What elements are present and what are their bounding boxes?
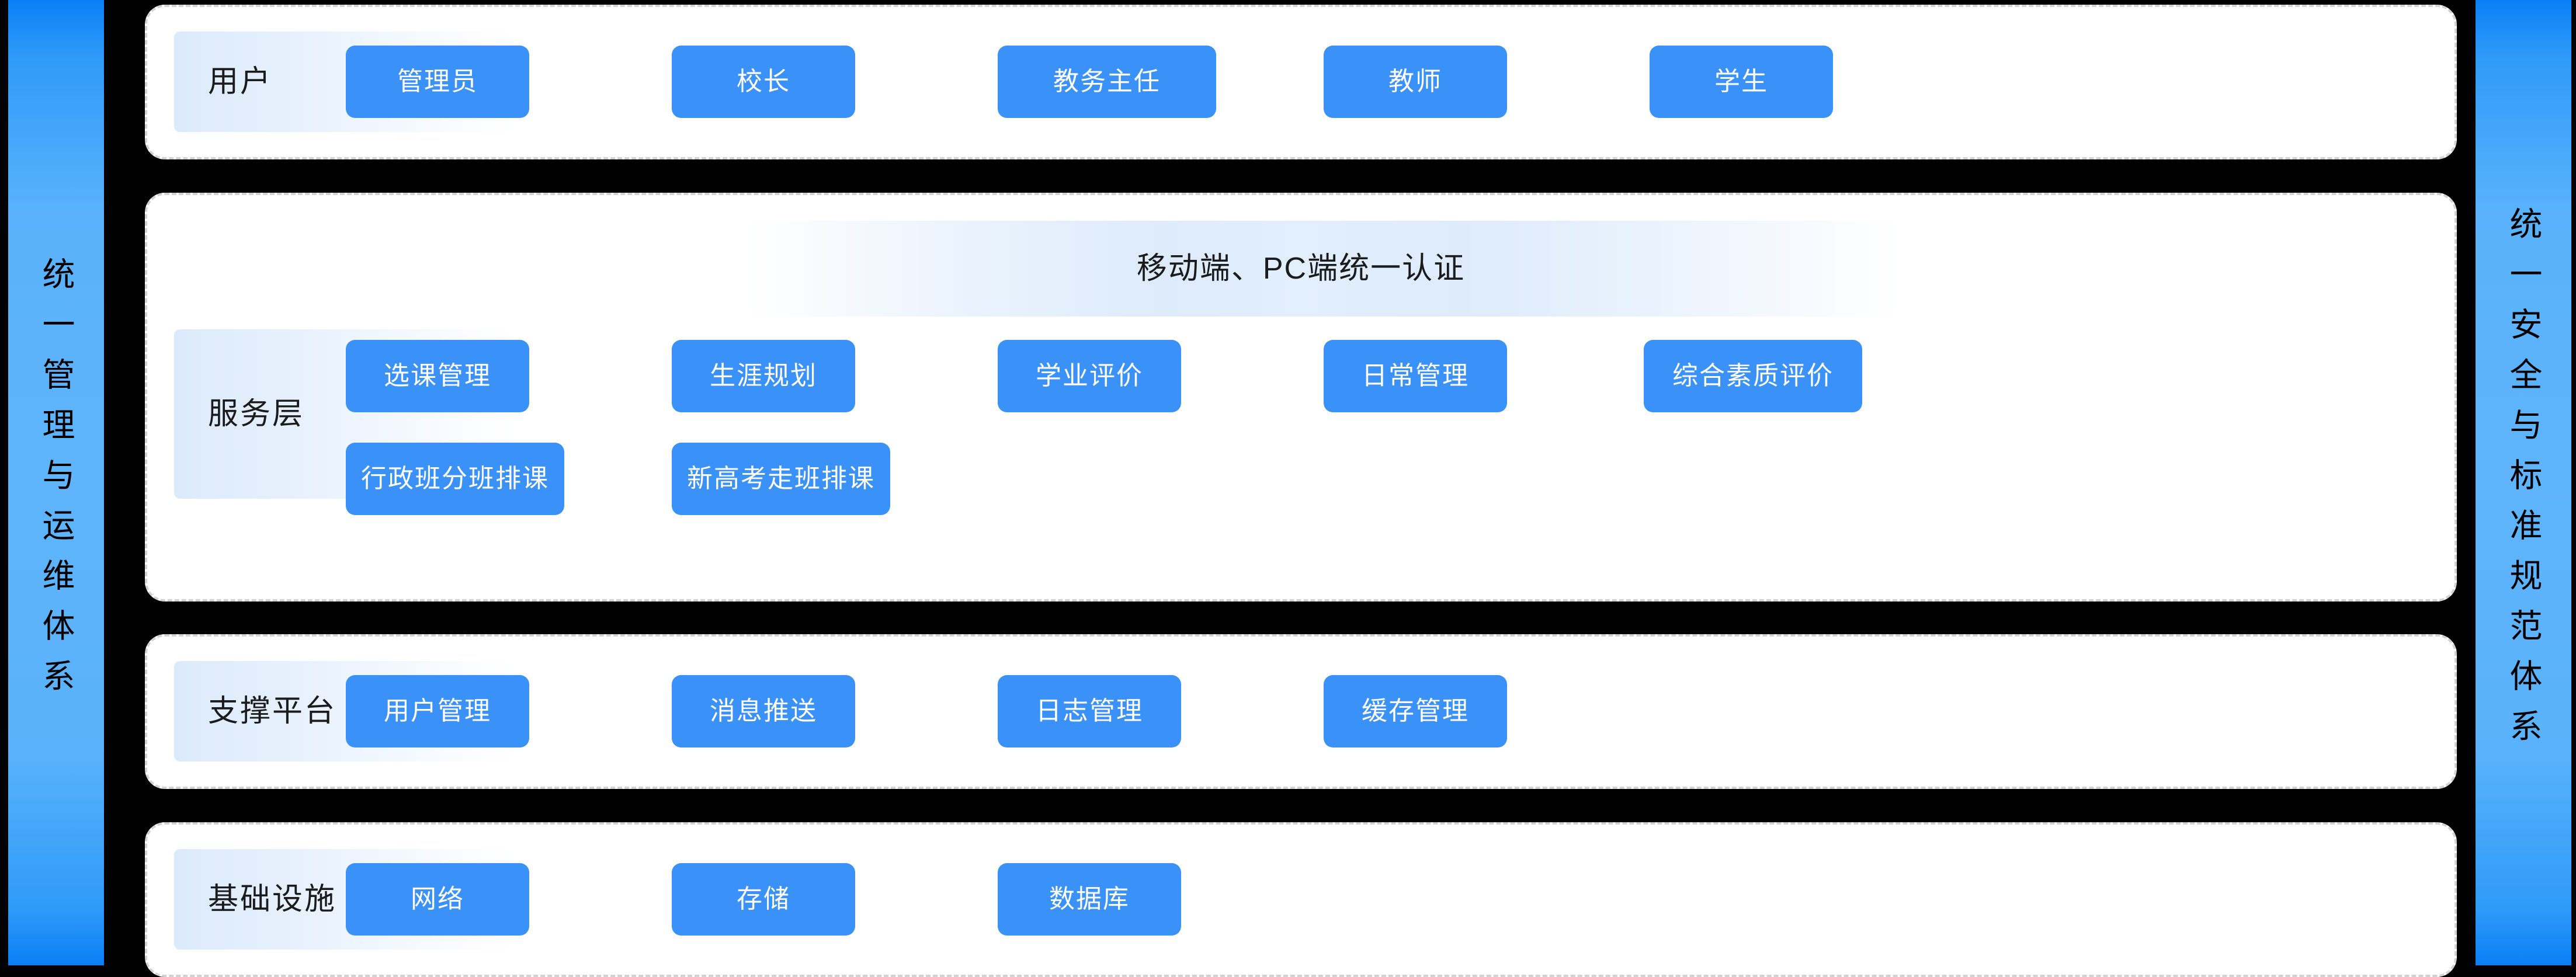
node-user-4[interactable]: 学生: [1650, 46, 1833, 118]
node-label: 用户管理: [384, 697, 491, 725]
node-label: 缓存管理: [1362, 697, 1469, 725]
unified-auth-banner-label: 移动端、PC端统一认证: [1136, 252, 1466, 286]
node-label: 选课管理: [384, 361, 491, 390]
node-user-2[interactable]: 教务主任: [998, 46, 1216, 118]
node-infra-0[interactable]: 网络: [346, 863, 529, 936]
layer-label-support: 支撑平台: [208, 694, 337, 728]
node-service-5[interactable]: 行政班分班排课: [346, 443, 564, 515]
node-label: 存储: [737, 885, 790, 913]
node-infra-1[interactable]: 存储: [672, 863, 855, 936]
node-label: 校长: [737, 67, 790, 96]
node-support-2[interactable]: 日志管理: [998, 675, 1181, 747]
right-side-band: 统一安全与标准规范体系: [2476, 0, 2571, 965]
layer-card-service: 移动端、PC端统一认证 服务层 选课管理 生涯规划 学业评价 日常管理: [145, 193, 2457, 602]
node-label: 学生: [1714, 67, 1768, 96]
node-label: 消息推送: [710, 697, 817, 725]
layer-label-service: 服务层: [208, 397, 305, 431]
layer-label-infrastructure: 基础设施: [208, 882, 337, 916]
node-service-1[interactable]: 生涯规划: [672, 340, 855, 412]
node-user-3[interactable]: 教师: [1324, 46, 1507, 118]
node-service-4[interactable]: 综合素质评价: [1644, 340, 1862, 412]
node-service-6[interactable]: 新高考走班排课: [672, 443, 890, 515]
node-label: 日常管理: [1362, 361, 1469, 390]
node-label: 日志管理: [1036, 697, 1143, 725]
node-support-3[interactable]: 缓存管理: [1324, 675, 1507, 747]
node-label: 行政班分班排课: [361, 464, 549, 493]
node-label: 综合素质评价: [1672, 361, 1834, 390]
node-service-2[interactable]: 学业评价: [998, 340, 1181, 412]
node-service-0[interactable]: 选课管理: [346, 340, 529, 412]
left-side-band: 统一管理与运维体系: [8, 0, 104, 965]
layer-card-user: 用户 管理员 校长 教务主任 教师 学生: [145, 5, 2457, 159]
node-label: 教师: [1388, 67, 1442, 96]
node-label: 学业评价: [1036, 361, 1143, 390]
layer-label-user: 用户: [208, 65, 273, 99]
node-user-1[interactable]: 校长: [672, 46, 855, 118]
node-infra-2[interactable]: 数据库: [998, 863, 1181, 936]
layer-card-support: 支撑平台 用户管理 消息推送 日志管理 缓存管理: [145, 634, 2457, 789]
layer-card-infrastructure: 基础设施 网络 存储 数据库: [145, 822, 2457, 977]
right-side-band-label: 统一安全与标准规范体系: [2505, 206, 2542, 759]
node-label: 数据库: [1049, 885, 1130, 913]
node-label: 生涯规划: [710, 361, 817, 390]
node-label: 教务主任: [1053, 67, 1161, 96]
node-support-0[interactable]: 用户管理: [346, 675, 529, 747]
node-service-3[interactable]: 日常管理: [1324, 340, 1507, 412]
node-support-1[interactable]: 消息推送: [672, 675, 855, 747]
node-label: 管理员: [397, 67, 478, 96]
node-user-0[interactable]: 管理员: [346, 46, 529, 118]
node-label: 新高考走班排课: [687, 464, 875, 493]
left-side-band-label: 统一管理与运维体系: [38, 256, 75, 709]
unified-auth-banner: 移动端、PC端统一认证: [147, 221, 2455, 317]
layer-card-stack: 用户 管理员 校长 教务主任 教师 学生: [145, 0, 2457, 977]
node-label: 网络: [411, 885, 464, 913]
